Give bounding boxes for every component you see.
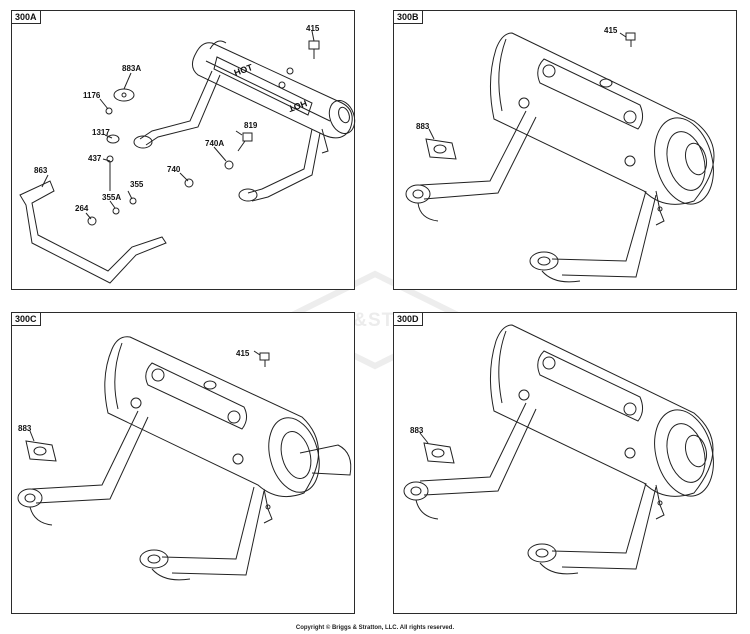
callout-415[interactable]: 415	[306, 24, 320, 33]
callout-355[interactable]: 355	[130, 180, 144, 189]
panel-tag: 300D	[394, 313, 423, 326]
panel-tag: 300A	[12, 11, 41, 24]
callout-437[interactable]: 437	[88, 154, 102, 163]
callout-883a[interactable]: 883A	[122, 64, 142, 73]
callout-355a[interactable]: 355A	[102, 193, 122, 202]
callout-883[interactable]: 883	[18, 424, 32, 433]
panel-tag: 300C	[12, 313, 41, 326]
callout-819[interactable]: 819	[244, 121, 258, 130]
callout-264[interactable]: 264	[75, 204, 89, 213]
panel-300c: 300C 415 883	[11, 312, 355, 614]
exploded-muffler-diagram	[19, 30, 356, 284]
callout-883[interactable]: 883	[416, 122, 430, 131]
muffler-assembly-diagram	[17, 336, 352, 581]
callout-740[interactable]: 740	[167, 165, 181, 174]
panel-300d: 300D 883	[393, 312, 737, 614]
copyright-notice: Copyright © Briggs & Stratton, LLC. All …	[295, 625, 455, 631]
callout-863[interactable]: 863	[34, 166, 48, 175]
panel-300b: 300B 415 883	[393, 10, 737, 290]
callout-883[interactable]: 883	[410, 426, 424, 435]
callout-1176[interactable]: 1176	[83, 91, 101, 100]
panel-300a: 300A HOT HOT 415 883A 1176 1317 819 740A…	[11, 10, 356, 290]
callout-740a[interactable]: 740A	[205, 139, 225, 148]
callout-415[interactable]: 415	[604, 26, 618, 35]
callout-415[interactable]: 415	[236, 349, 250, 358]
panel-tag: 300B	[394, 11, 423, 24]
muffler-assembly-diagram	[403, 324, 714, 575]
callout-1317[interactable]: 1317	[92, 128, 110, 137]
muffler-assembly-diagram	[405, 32, 715, 283]
